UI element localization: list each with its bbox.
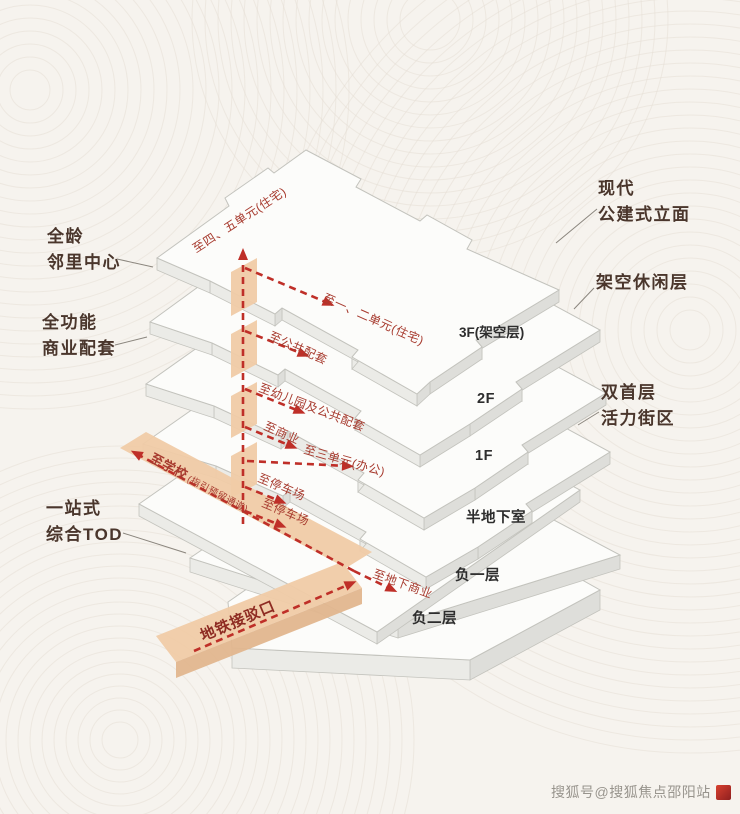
route-metro-connection: [193, 582, 351, 653]
sohu-logo-icon: [715, 784, 731, 800]
watermark: 搜狐号@搜狐焦点邵阳站: [551, 782, 731, 802]
route-to-school: [136, 452, 355, 573]
route-arrowhead: [130, 450, 144, 461]
route-to-units-1-2: [244, 266, 329, 305]
route-to-commerce: [244, 425, 292, 448]
callout-double-ground-floor-street: 双首层 活力街区: [601, 380, 675, 431]
floor-label-b1: 负一层: [455, 566, 500, 584]
callout-line: 双首层: [601, 383, 657, 402]
metro-platform-top: [156, 562, 362, 662]
callout-line: 架空休闲层: [596, 273, 689, 292]
route-arrowhead: [341, 460, 354, 471]
floor-label-1f: 1F: [475, 448, 493, 464]
leader-line: [577, 411, 600, 426]
route-arrowhead: [273, 518, 287, 528]
callout-line: 一站式: [46, 499, 102, 518]
callout-line: 全功能: [42, 313, 98, 332]
leader-line: [122, 532, 187, 554]
floor-label-semi-basement: 半地下室: [466, 508, 526, 526]
route-to-parking-lower: [244, 509, 281, 527]
leader-line: [555, 208, 598, 244]
school-ramp: [120, 432, 372, 568]
route-to-unit-3-office: [246, 459, 348, 468]
floor-label-b2: 负二层: [412, 609, 457, 627]
callout-neighborhood-center: 全龄 邻里中心: [47, 224, 121, 275]
floor-label-3f: 3F(架空层): [459, 324, 524, 340]
route-to-public-amenity: [244, 329, 304, 356]
leader-line: [573, 287, 595, 310]
route-arrowhead: [343, 581, 357, 591]
callout-line: 公建式立面: [598, 204, 691, 224]
callout-modern-facade: 现代 公建式立面: [598, 176, 691, 227]
route-arrows: [130, 248, 398, 653]
route-to-parking-upper: [244, 485, 281, 503]
callout-line: 商业配套: [42, 338, 116, 358]
callout-line: 邻里中心: [47, 252, 121, 272]
route-to-kindergarten: [244, 387, 300, 413]
route-arrowhead: [273, 494, 287, 504]
leader-lines: [114, 208, 600, 554]
route-to-underground-shop: [353, 569, 392, 591]
route-arrowhead: [296, 347, 310, 357]
floor-label-2f: 2F: [477, 391, 495, 407]
route-arrowhead: [284, 439, 298, 449]
route-arrowhead: [321, 296, 335, 306]
leader-line: [114, 336, 148, 346]
callout-line: 现代: [598, 179, 635, 198]
floor-plate-roof: [155, 149, 561, 407]
watermark-text: 搜狐号@搜狐焦点邵阳站: [551, 784, 711, 800]
metro-platform-front: [176, 588, 362, 678]
callout-line: 全龄: [47, 227, 84, 246]
route-arrowhead: [238, 248, 248, 260]
circulation-core-1: [231, 258, 257, 316]
callout-one-stop-tod: 一站式 综合TOD: [46, 496, 123, 547]
callout-commercial-facilities: 全功能 商业配套: [42, 310, 116, 361]
callout-line: 活力街区: [601, 408, 675, 428]
leader-line: [116, 258, 154, 268]
route-arrowhead: [384, 582, 398, 593]
callout-line: 综合TOD: [46, 524, 124, 544]
callout-elevated-leisure-level: 架空休闲层: [596, 270, 689, 296]
route-arrowhead: [292, 404, 306, 414]
